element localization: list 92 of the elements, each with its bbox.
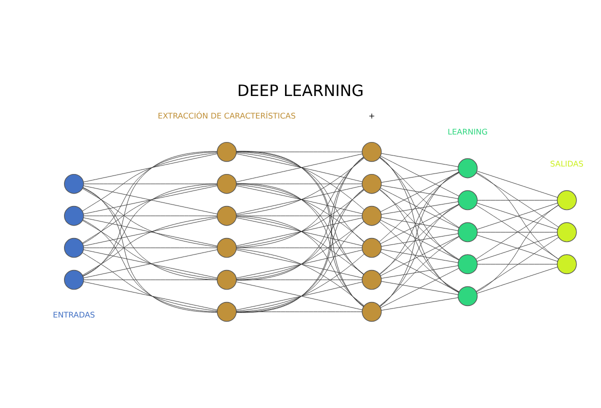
connector (379, 172, 460, 242)
node-circle (362, 301, 382, 322)
node-circle (362, 205, 382, 226)
connector (381, 264, 458, 278)
connector (477, 263, 558, 264)
connector (476, 204, 559, 259)
connector (379, 157, 460, 228)
connector (381, 296, 458, 310)
connector (380, 204, 460, 244)
connector (380, 236, 460, 276)
connector (380, 172, 460, 212)
connector (82, 218, 218, 312)
node-circle (556, 254, 577, 274)
node-circle (556, 222, 577, 242)
node-circle (64, 173, 84, 194)
connector (381, 152, 458, 166)
connector (83, 215, 218, 216)
connector (380, 172, 459, 274)
connector (477, 231, 558, 232)
connector (476, 236, 559, 292)
connector (236, 247, 362, 248)
connector (380, 155, 460, 196)
connector (82, 151, 218, 244)
node-circle (362, 269, 382, 290)
node-circle (216, 237, 237, 258)
connector (477, 199, 558, 200)
diagram-title: DEEP LEARNING (237, 80, 364, 100)
connector (236, 249, 362, 278)
connector (476, 204, 559, 292)
connector (82, 186, 218, 312)
connector (476, 170, 558, 198)
node-circle (216, 205, 237, 226)
node-circle (216, 141, 237, 162)
connector (380, 188, 459, 292)
connector (82, 252, 218, 311)
node-circle (64, 269, 84, 290)
connector (236, 215, 362, 216)
connector (381, 168, 458, 182)
connector (379, 204, 460, 274)
node-circle (362, 173, 382, 194)
node-circle (64, 237, 84, 258)
node-circle (458, 286, 478, 306)
connector (380, 268, 460, 308)
node-circle (458, 222, 478, 242)
node-circle (458, 190, 478, 210)
connector (82, 150, 218, 276)
node-circle (362, 141, 382, 162)
connector (381, 216, 458, 230)
connector (381, 200, 458, 214)
connector (476, 172, 559, 227)
connector (380, 187, 460, 228)
connector (380, 251, 460, 292)
node-circle (216, 301, 237, 322)
connector (82, 152, 218, 211)
connector (83, 153, 218, 182)
connector (380, 156, 460, 260)
connector (236, 279, 362, 280)
connector (380, 171, 459, 306)
connector (380, 203, 459, 306)
connector (379, 236, 460, 306)
connector (476, 172, 559, 259)
connector (476, 266, 558, 294)
connector (236, 152, 365, 210)
node-circle (64, 205, 84, 226)
connector (381, 232, 458, 246)
node-circle (216, 173, 237, 194)
connector (83, 216, 218, 246)
connector (380, 156, 459, 292)
connector (83, 248, 218, 278)
connector (381, 184, 458, 198)
node-circle (362, 237, 382, 258)
node-circle (216, 269, 237, 290)
connector (236, 281, 362, 310)
connector (236, 253, 365, 311)
connector (381, 280, 458, 294)
connector (476, 202, 558, 230)
connector (236, 157, 364, 215)
connector (380, 219, 460, 260)
node-circle (556, 190, 577, 210)
connector (379, 189, 460, 260)
connector (83, 183, 218, 184)
connector (379, 221, 460, 292)
connector (236, 184, 365, 242)
connector (476, 234, 558, 262)
connector (236, 248, 364, 306)
connector (83, 185, 218, 214)
connector (236, 189, 364, 247)
node-circle (458, 158, 478, 178)
connector (83, 247, 218, 248)
connector (381, 248, 458, 262)
connector (83, 280, 218, 310)
node-circle (458, 254, 478, 274)
